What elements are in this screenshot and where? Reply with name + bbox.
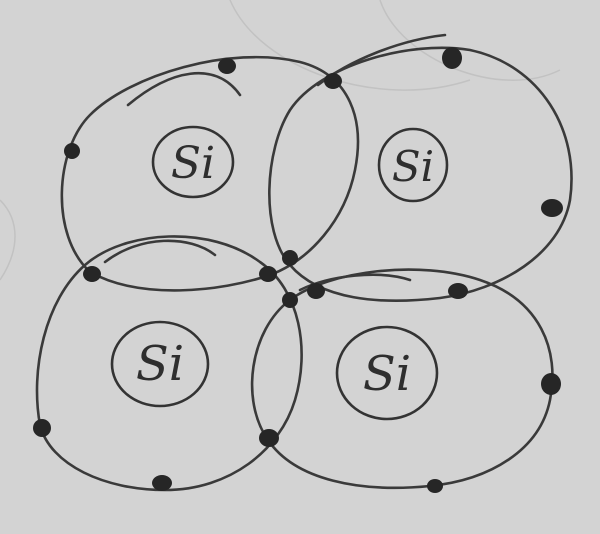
electron <box>83 266 101 282</box>
orbit-sketch-bottom-left <box>103 239 217 264</box>
electron <box>33 419 51 437</box>
electron <box>442 47 462 69</box>
atom-label-bottom-left: Si <box>136 336 184 392</box>
nucleus-top-right <box>377 127 449 203</box>
orbit-ring-top-right <box>268 46 573 303</box>
atom-label-top-left: Si <box>171 138 215 189</box>
nucleus-bottom-left <box>110 320 210 408</box>
electron <box>541 373 561 395</box>
electron <box>152 475 172 491</box>
atom-label-bottom-right: Si <box>363 346 411 402</box>
electron <box>282 250 298 266</box>
electron <box>64 143 80 159</box>
electron <box>282 292 298 308</box>
atom-label-top-right: Si <box>392 142 434 191</box>
orbit-ring-top-left <box>60 55 360 292</box>
electron <box>324 73 342 89</box>
nucleus-bottom-right <box>335 325 439 421</box>
atom-top-left: Si <box>60 55 360 292</box>
atom-bottom-left: Si <box>35 235 303 492</box>
faint-arc-3 <box>0 199 16 281</box>
faint-arc-1 <box>229 0 471 91</box>
electron <box>218 58 236 74</box>
electron <box>259 429 279 447</box>
electrons <box>33 47 563 493</box>
atom-bottom-right: Si <box>250 268 554 490</box>
background-sketch <box>0 0 561 281</box>
electron <box>427 479 443 493</box>
nucleus-top-left <box>151 125 235 199</box>
orbit-ring-bottom-right <box>250 268 554 490</box>
atom-top-right: Si <box>268 33 573 303</box>
orbit-ring-bottom-left <box>35 235 303 492</box>
electron <box>448 283 468 299</box>
electron <box>541 199 563 217</box>
electron <box>259 266 277 282</box>
electron <box>307 283 325 299</box>
orbit-sketch-top-left <box>126 71 242 107</box>
faint-arc-2 <box>379 0 561 81</box>
